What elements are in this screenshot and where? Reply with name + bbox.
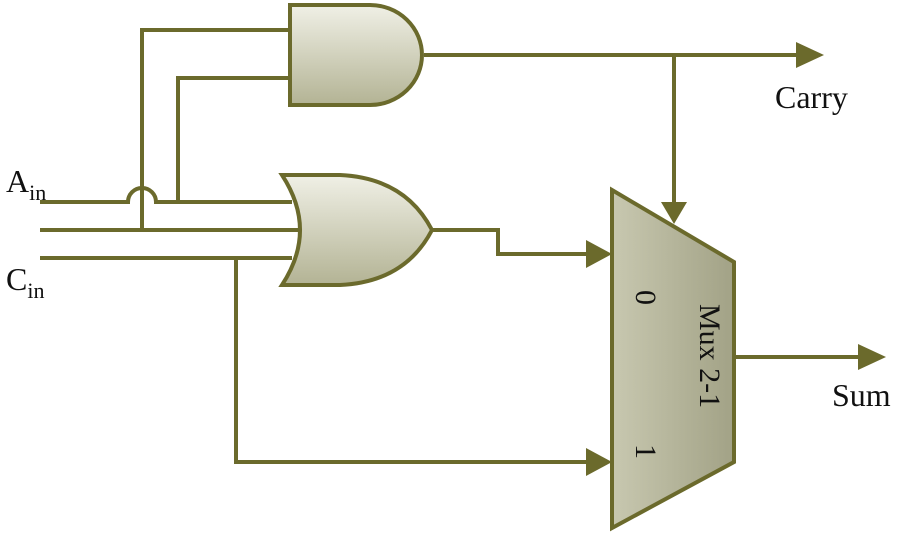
mux-input-1-arrowhead (586, 448, 612, 476)
sum-arrowhead (858, 344, 886, 370)
a-in-label: Ain (6, 163, 46, 205)
and-gate (288, 3, 424, 107)
mux-input-0-label: 0 (629, 290, 662, 305)
a-in-wire (40, 186, 292, 204)
and-input-2-wire (176, 76, 292, 202)
mux-select-arrowhead (661, 202, 687, 224)
mux-2-1 (610, 186, 736, 532)
carry-arrowhead (796, 42, 824, 68)
and-input-1-wire (140, 28, 292, 230)
mux-name-label: Mux 2-1 (693, 304, 726, 408)
or-gate (278, 173, 435, 287)
c-in-label: Cin (6, 261, 44, 303)
mux-input-0-arrowhead (586, 240, 612, 268)
mux-input-1-label: 1 (629, 444, 662, 459)
carry-label: Carry (775, 79, 848, 115)
sum-label: Sum (832, 377, 891, 413)
mux-input-1-wire (234, 258, 590, 464)
mux-input-0-wire (432, 228, 590, 256)
